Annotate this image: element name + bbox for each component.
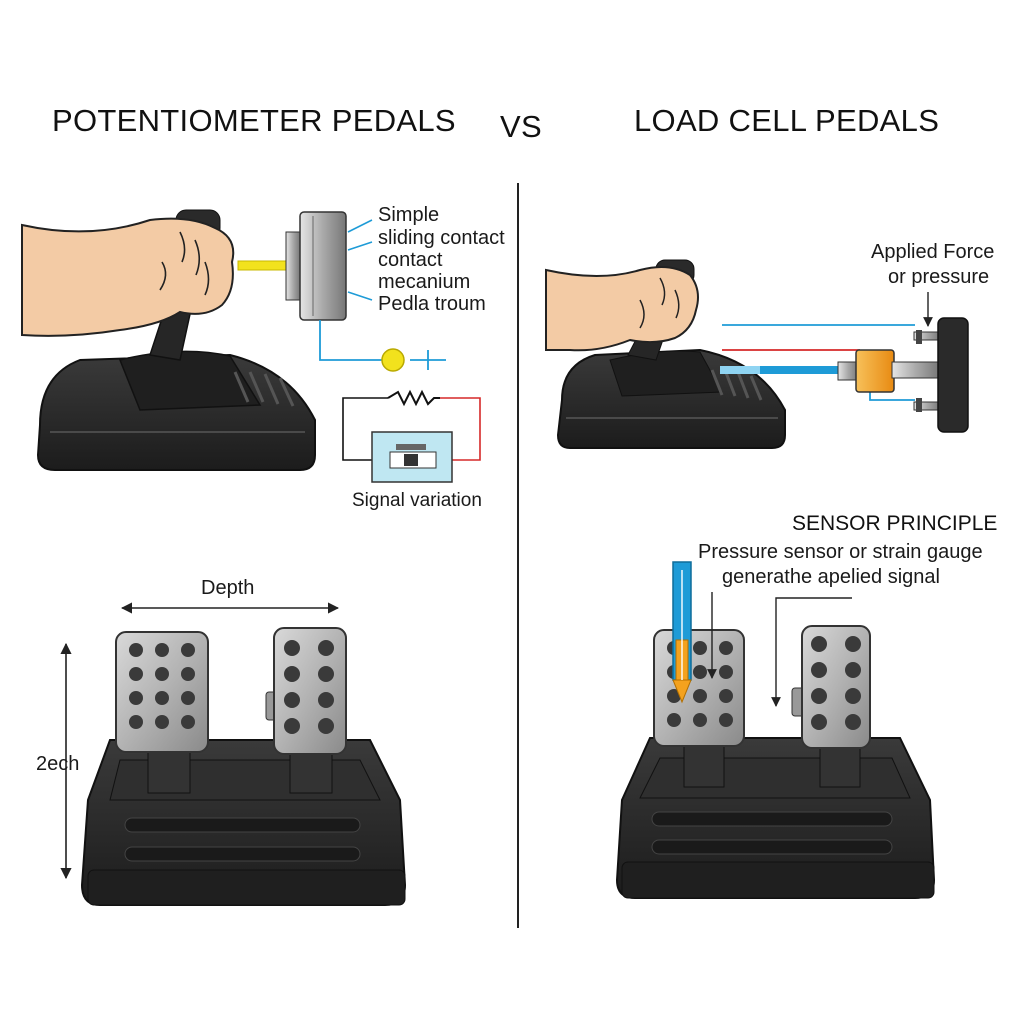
plate-hole — [284, 692, 300, 708]
title-load-cell: LOAD CELL PEDALS — [634, 103, 939, 138]
load-cell-sensor — [855, 349, 895, 393]
load-cell-pedal-unit: Applied Force or pressure — [545, 241, 994, 449]
plate-hole — [811, 636, 827, 652]
plate-hole — [318, 692, 334, 708]
plate-hole — [181, 643, 195, 657]
sensor-principle-heading: SENSOR PRINCIPLE — [792, 512, 997, 535]
led-indicator — [381, 348, 405, 372]
circuit-wire-right — [440, 397, 481, 461]
plate-hole — [318, 718, 334, 734]
plate-hole — [693, 713, 707, 727]
pot-body — [299, 211, 347, 321]
plate-hole — [811, 688, 827, 704]
plate-hole — [284, 718, 300, 734]
plate-hole — [181, 667, 195, 681]
plate-hole — [284, 640, 300, 656]
plate-hole — [181, 691, 195, 705]
mechanism-label-3: contact — [378, 249, 443, 271]
plate-hole — [129, 667, 143, 681]
plate-hole — [155, 667, 169, 681]
plate-hole — [693, 641, 707, 655]
plate-hole — [811, 662, 827, 678]
plate-hole — [667, 689, 681, 703]
title-potentiometer: POTENTIOMETER PEDALS — [52, 103, 456, 138]
plate-hole — [155, 643, 169, 657]
force-label-1: Applied Force — [871, 241, 994, 263]
load-cell-pedal-set: SENSOR PRINCIPLE Pressure sensor or stra… — [615, 512, 997, 899]
base-groove-2 — [124, 846, 361, 862]
load-cell-mount — [937, 317, 969, 433]
plate-hole — [719, 689, 733, 703]
plate-hole — [284, 666, 300, 682]
hand-right — [545, 265, 699, 352]
hand-knuckles — [159, 231, 210, 296]
plate-hole — [845, 636, 861, 652]
force-label-2: or pressure — [888, 266, 989, 288]
resistor-symbol — [387, 389, 440, 407]
plate-holes-right — [284, 640, 334, 734]
plate-hole — [719, 665, 733, 679]
plate-hole — [667, 713, 681, 727]
potentiometer-pedal-set: Depth 2ech — [36, 577, 407, 906]
plate-hole — [129, 643, 143, 657]
plate-hole — [719, 641, 733, 655]
plate-hole — [129, 691, 143, 705]
potentiometer-pedal-unit: Simple sliding contact contact mecanium … — [21, 204, 505, 511]
plate-hole — [181, 715, 195, 729]
signal-variation-label: Signal variation — [352, 490, 482, 511]
plate-hole — [318, 640, 334, 656]
plate-hole — [155, 715, 169, 729]
load-cell-plate-holes-right — [811, 636, 861, 730]
plate-hole — [845, 714, 861, 730]
pot-flange — [285, 231, 301, 301]
base-groove-1 — [124, 817, 361, 833]
plate-hole — [719, 713, 733, 727]
plate-hole — [693, 689, 707, 703]
yellow-signal-rod — [237, 260, 291, 271]
mechanism-label-1: Simple — [378, 204, 439, 226]
sensor-principle-line-2: generathe apelied signal — [722, 566, 940, 588]
plate-holes-left — [129, 643, 195, 729]
title-vs: VS — [500, 109, 542, 144]
mechanism-label-2: sliding contact — [378, 227, 505, 249]
mechanism-label-4: mecanium — [378, 271, 470, 293]
circuit-wire-left — [342, 397, 388, 461]
plate-hole — [811, 714, 827, 730]
sensor-principle-line-1: Pressure sensor or strain gauge — [698, 541, 983, 563]
plate-hole — [155, 691, 169, 705]
pedal-base-top — [118, 350, 262, 411]
signal-wire — [319, 320, 382, 361]
plate-hole — [129, 715, 143, 729]
mechanism-label-5: Pedla troum — [378, 293, 486, 315]
plate-hole — [845, 688, 861, 704]
hand-left — [21, 217, 235, 337]
plate-hole — [693, 665, 707, 679]
plate-hole — [318, 666, 334, 682]
plate-hole — [845, 662, 861, 678]
height-label: 2ech — [36, 753, 79, 775]
depth-label: Depth — [201, 577, 254, 599]
base-vents — [233, 371, 295, 407]
